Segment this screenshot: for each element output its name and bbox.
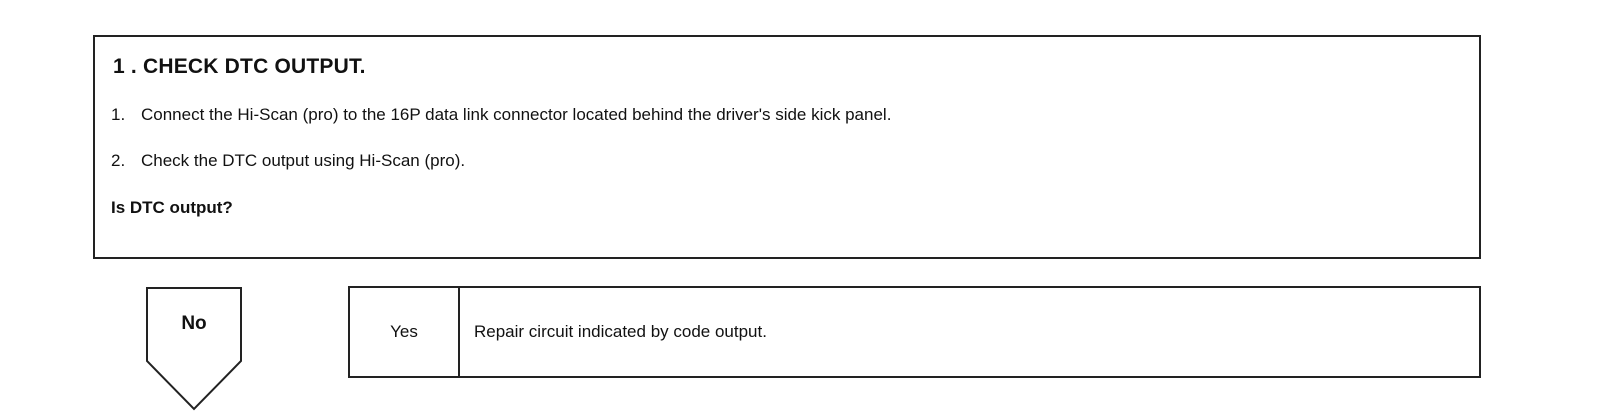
yes-branch-box: Yes Repair circuit indicated by code out… [348,286,1481,378]
yes-branch-action: Repair circuit indicated by code output. [474,322,767,341]
yes-branch-label: Yes [350,288,460,376]
instruction-number: 1. [111,105,126,124]
instruction-item: 2. Check the DTC output using Hi-Scan (pr… [111,151,465,171]
instruction-text: Check the DTC output using Hi-Scan (pro)… [141,151,466,170]
instruction-number: 2. [111,151,126,170]
down-arrow-icon [146,287,242,411]
instruction-item: 1. Connect the Hi-Scan (pro) to the 16P d… [111,105,891,125]
step-title: 1 . CHECK DTC OUTPUT. [113,55,366,78]
instruction-text: Connect the Hi-Scan (pro) to the 16P dat… [141,105,892,124]
step-box: 1 . CHECK DTC OUTPUT. 1. Connect the Hi-S… [93,35,1481,259]
step-question: Is DTC output? [111,198,233,217]
no-branch-label: No [181,313,207,334]
